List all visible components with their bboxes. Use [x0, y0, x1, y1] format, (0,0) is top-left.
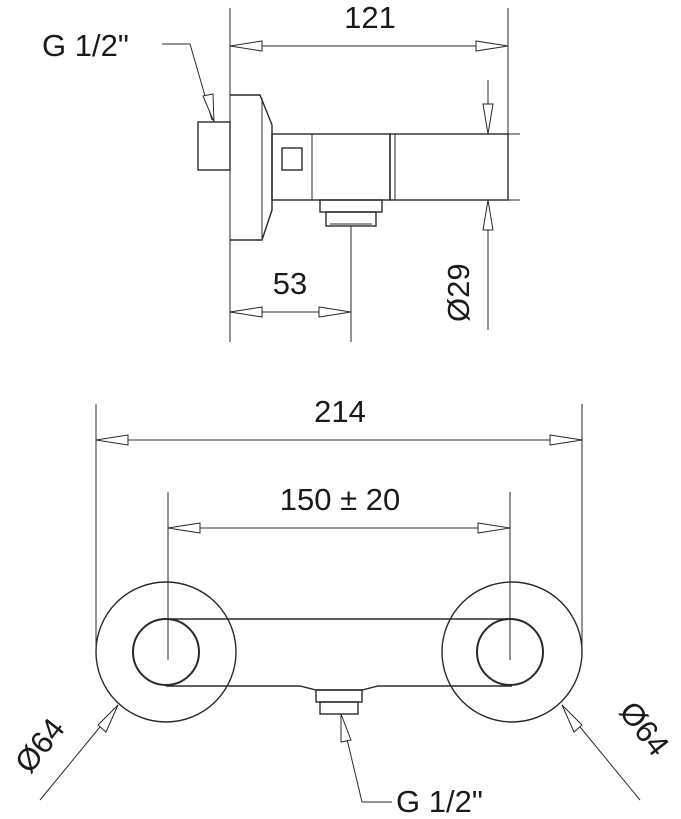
arrow-64-left: [97, 704, 119, 733]
arrow-214-left: [95, 434, 129, 446]
front-view: 214 150 ± 20 Ø64 Ø64 G 1/2": [8, 394, 676, 819]
arrow-64-right: [561, 704, 583, 733]
side-view: 121 G 1/2" 53 Ø29: [42, 0, 520, 342]
dim-53-label: 53: [273, 266, 307, 301]
handle: [389, 133, 509, 201]
thread-bottom-label: G 1/2": [396, 784, 483, 819]
arrow-thread-bottom: [340, 713, 352, 743]
bottom-outlet-nut: [315, 689, 363, 703]
inlet-stub: [197, 121, 231, 171]
arrow-121-left: [229, 40, 263, 52]
arrow-214-right: [549, 434, 583, 446]
dim-29-label: Ø29: [441, 263, 476, 322]
dim-121-label: 121: [344, 0, 396, 35]
arrow-29-bottom: [482, 199, 494, 231]
arrow-53-right: [318, 306, 352, 318]
arrow-29-top: [482, 103, 494, 135]
arrow-121-right: [475, 40, 509, 52]
dia-64-left-label: Ø64: [8, 712, 72, 780]
valve-body: [271, 133, 391, 201]
left-connector: [132, 618, 200, 686]
bottom-outlet-thread: [319, 701, 359, 715]
arrow-thread-top: [202, 93, 215, 123]
mixer-body: [166, 618, 512, 691]
arrow-150-right: [477, 522, 511, 534]
flange: [230, 94, 273, 241]
dia-64-right-label: Ø64: [612, 695, 676, 763]
outlet-nut: [319, 199, 383, 213]
arrow-53-left: [229, 306, 263, 318]
dim-150-label: 150 ± 20: [280, 482, 400, 517]
arrow-150-left: [167, 522, 201, 534]
dim-214-label: 214: [314, 394, 366, 429]
body-square: [281, 147, 303, 171]
thread-top-label: G 1/2": [42, 28, 129, 63]
